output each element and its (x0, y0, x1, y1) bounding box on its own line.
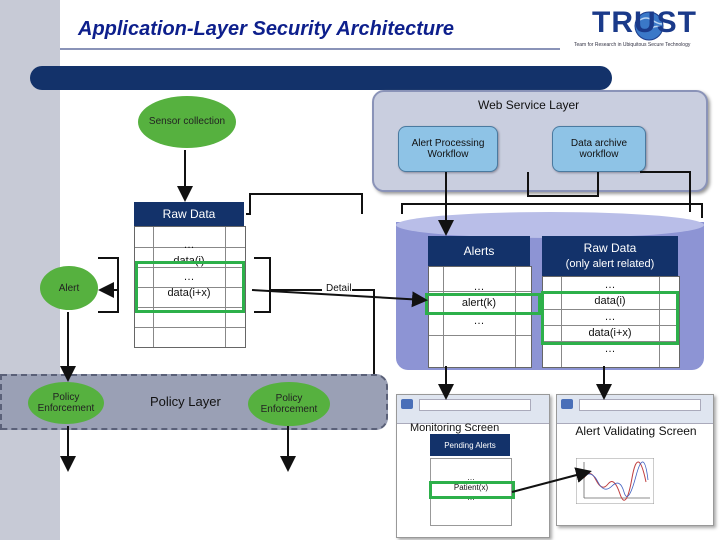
policy-enforcement-middle: Policy Enforcement (248, 382, 330, 426)
alert-bracket (98, 257, 119, 313)
raw-data-header: Raw Data (134, 202, 244, 226)
alert-row: … (473, 281, 485, 293)
validating-screen-window (556, 394, 714, 526)
back-icon (561, 399, 573, 409)
highlight-box (135, 261, 245, 313)
alerts-to-archive-line (527, 172, 599, 197)
raw-row: … (183, 271, 195, 283)
address-bar (419, 399, 531, 411)
alerts-table: … alert(k) … (425, 266, 541, 368)
detail-label: Detail (326, 283, 352, 294)
web-service-label: Web Service Layer (478, 98, 580, 112)
logo-subtitle: Team for Research in Ubiquitous Secure T… (574, 42, 691, 48)
alert-raw-row: … (604, 343, 616, 355)
logo-text: TRUST (592, 6, 697, 39)
address-bar (579, 399, 701, 411)
raw-data-table: … data(i) … data(i+x) … (134, 226, 246, 348)
raw-row: … (183, 239, 195, 251)
alert-raw-row: … (604, 279, 616, 291)
detail-bracket (254, 257, 271, 313)
raw-row: data(i+x) (167, 287, 211, 299)
pending-row: Patient(x) (453, 483, 489, 492)
policy-enforcement-left: Policy Enforcement (28, 382, 104, 424)
pending-alerts-list: … Patient(x) … (429, 458, 515, 526)
pending-alerts-header: Pending Alerts (430, 434, 510, 456)
alert-raw-row: data(i) (594, 295, 626, 307)
alert-raw-data-header: Raw Data (only alert related) (542, 236, 678, 276)
monitoring-screen-title: Monitoring Screen (410, 422, 500, 434)
alert-raw-data-table: … data(i) … data(i+x) … (541, 276, 680, 368)
title-underline (60, 48, 560, 50)
raw-to-alerts-arrow (251, 289, 428, 308)
application-bar (30, 66, 612, 90)
alert-row: … (473, 315, 485, 327)
alert-processing-workflow: Alert Processing Workflow (398, 126, 498, 172)
detail-to-policy-line (352, 289, 375, 374)
back-icon (401, 399, 413, 409)
highlight-box (541, 291, 679, 345)
pending-to-validating-arrow (511, 467, 592, 493)
signal-chart-icon (576, 458, 654, 504)
policy-layer-label: Policy Layer (150, 394, 221, 409)
page-title: Application-Layer Security Architecture (78, 18, 455, 40)
alert-node: Alert (40, 266, 98, 310)
alerts-header: Alerts (428, 236, 530, 266)
trust-logo (582, 4, 706, 52)
alert-row: alert(k) (461, 297, 497, 309)
data-archive-workflow: Data archive workflow (552, 126, 646, 172)
alert-raw-row: … (604, 311, 616, 323)
alert-raw-data-title: Raw Data (583, 241, 637, 256)
alert-raw-row: data(i+x) (588, 327, 632, 339)
browser-toolbar (557, 395, 713, 424)
browser-toolbar (397, 395, 549, 424)
highlight-box (429, 481, 515, 499)
pending-row: … (467, 473, 475, 482)
alert-raw-data-subtitle: (only alert related) (565, 257, 655, 270)
archive-to-raw-arrow (640, 171, 691, 212)
raw-row: … (183, 303, 195, 315)
sensor-collection-node: Sensor collection (138, 96, 236, 148)
globe-icon (634, 11, 665, 41)
web-to-raw-line (246, 193, 363, 215)
raw-to-db-loop (401, 203, 703, 218)
validating-screen-title: Alert Validating Screen (575, 424, 697, 438)
